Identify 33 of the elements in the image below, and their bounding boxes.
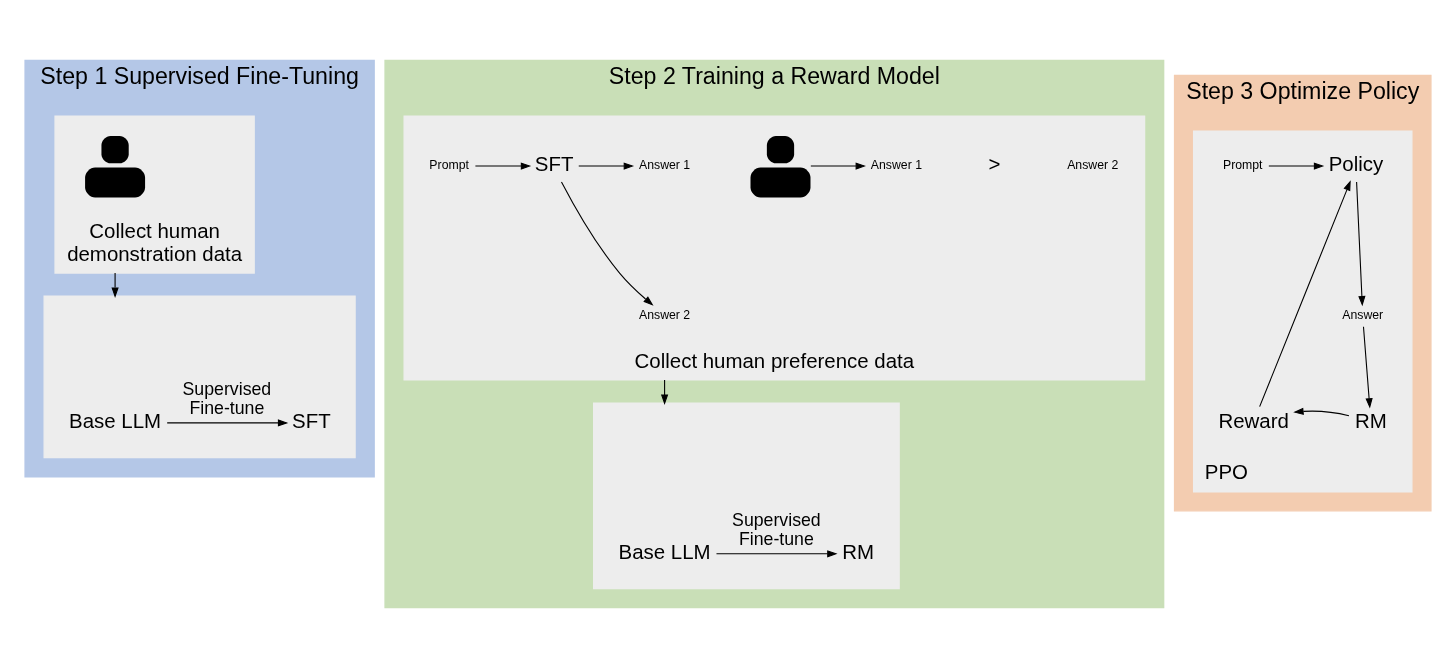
cluster (593, 402, 900, 589)
label: > (988, 151, 1001, 175)
arrow (578, 161, 635, 170)
arrow (1362, 325, 1373, 409)
node-text: Answer 1 (870, 157, 922, 172)
arrow (560, 180, 654, 306)
arrow (810, 161, 866, 170)
node-text: Answer 2 (639, 307, 691, 322)
node-text: Answer (1342, 307, 1384, 322)
node-text: Answer 1 (639, 157, 691, 172)
node-text: Answer 2 (1067, 157, 1119, 172)
node-text: Reward (1218, 408, 1289, 432)
arrow (1259, 179, 1351, 407)
edge-label: Supervised Fine-tune (182, 378, 272, 418)
node-text: RM (842, 539, 875, 563)
edge-label: Supervised Fine-tune (732, 509, 821, 549)
node-text: Base LLM (618, 539, 711, 563)
arrow (474, 161, 532, 170)
arrow (1356, 181, 1366, 306)
node-text: SFT (292, 408, 331, 432)
cluster (43, 295, 356, 458)
node-text: Prompt (429, 157, 469, 172)
arrow (111, 272, 119, 298)
arrow (166, 418, 289, 426)
arrow (1293, 407, 1350, 416)
arrow (715, 549, 838, 557)
arrow (1268, 161, 1325, 170)
node-text: SFT (534, 151, 574, 175)
cluster: Collect human demonstration data (54, 115, 255, 274)
node-text: Prompt (1222, 157, 1263, 172)
node-text: RM (1355, 408, 1387, 432)
node-text: Policy (1328, 151, 1384, 175)
node-text: Base LLM (69, 408, 162, 432)
